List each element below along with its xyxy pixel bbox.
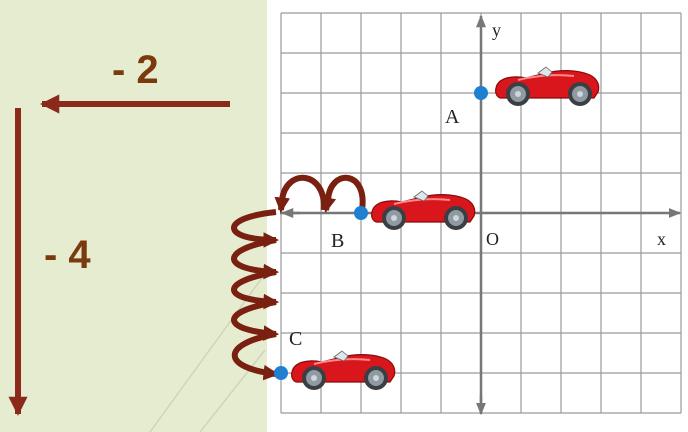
curved-hop-arrow-icon <box>231 269 280 310</box>
curved-hop-arrow-icon <box>231 209 280 248</box>
y-axis-label: y <box>492 20 501 40</box>
background-decoration <box>149 259 276 432</box>
point-a <box>474 86 488 100</box>
x-axis-label: x <box>657 229 666 249</box>
point-label-b: B <box>331 230 344 252</box>
points-layer: A B C <box>274 86 488 380</box>
step-arrows: - 2 - 4 <box>8 48 230 416</box>
point-label-c: C <box>289 328 302 350</box>
curved-hop-arrow-icon <box>274 174 328 214</box>
point-c <box>274 366 288 380</box>
curved-hop-arrow-icon <box>231 299 280 341</box>
point-b <box>354 206 368 220</box>
curved-hop-arrow-icon <box>320 174 366 214</box>
point-label-a: A <box>445 106 460 128</box>
hop-arrows <box>231 174 366 381</box>
horizontal-step-label: - 2 <box>112 48 159 92</box>
curved-hop-arrow-icon <box>231 331 280 381</box>
vertical-step-label: - 4 <box>44 233 91 277</box>
curved-hop-arrow-icon <box>231 237 280 280</box>
origin-label: O <box>486 229 499 249</box>
